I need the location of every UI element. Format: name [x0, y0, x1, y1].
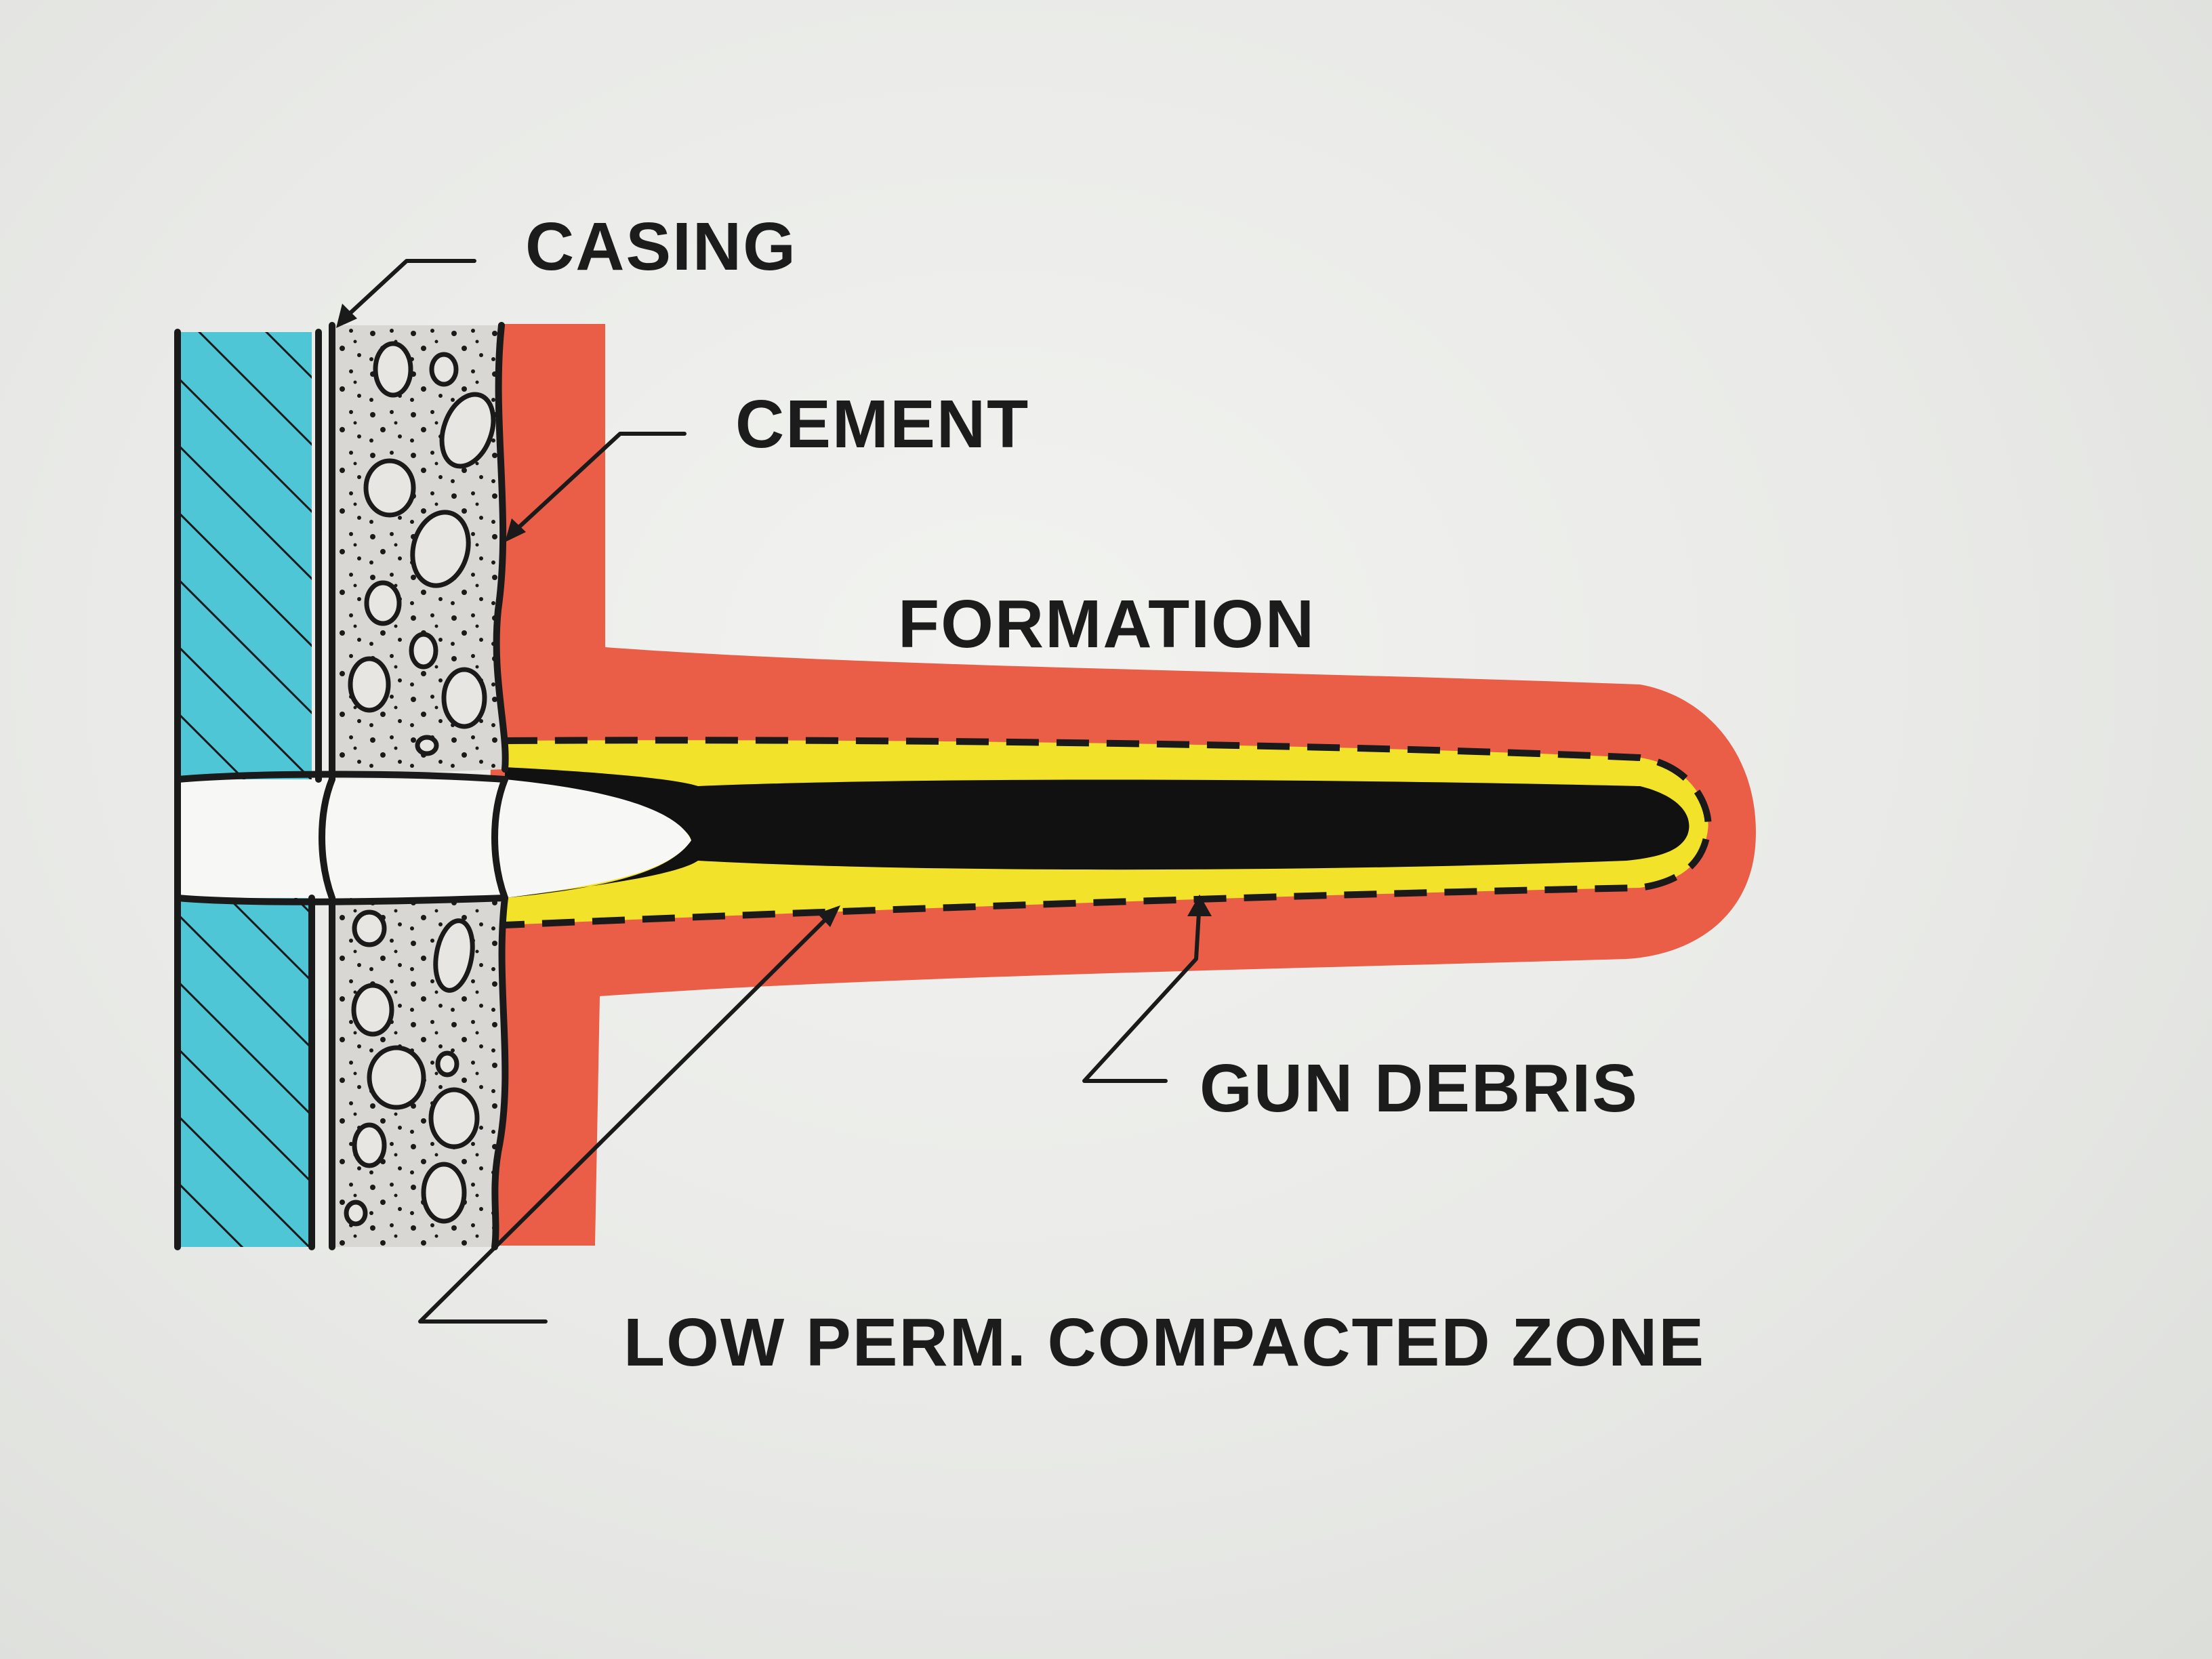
casing-upper [178, 332, 312, 779]
label-gun-debris: GUN DEBRIS [1200, 1050, 1639, 1126]
gun-debris [505, 767, 1689, 898]
perforation-entry [178, 779, 691, 898]
label-cement: CEMENT [735, 386, 1029, 462]
cement-aggregate [344, 341, 496, 1227]
label-formation: FORMATION [898, 586, 1315, 662]
structure-outlines [174, 322, 509, 1250]
leader-lines [342, 259, 1202, 1324]
compacted-zone-boundary [504, 737, 1712, 928]
label-casing: CASING [525, 209, 797, 285]
label-compacted-zone: LOW PERM. COMPACTED ZONE [623, 1305, 1705, 1380]
leader-arrowheads [336, 304, 1212, 927]
casing-lower [178, 898, 312, 1247]
